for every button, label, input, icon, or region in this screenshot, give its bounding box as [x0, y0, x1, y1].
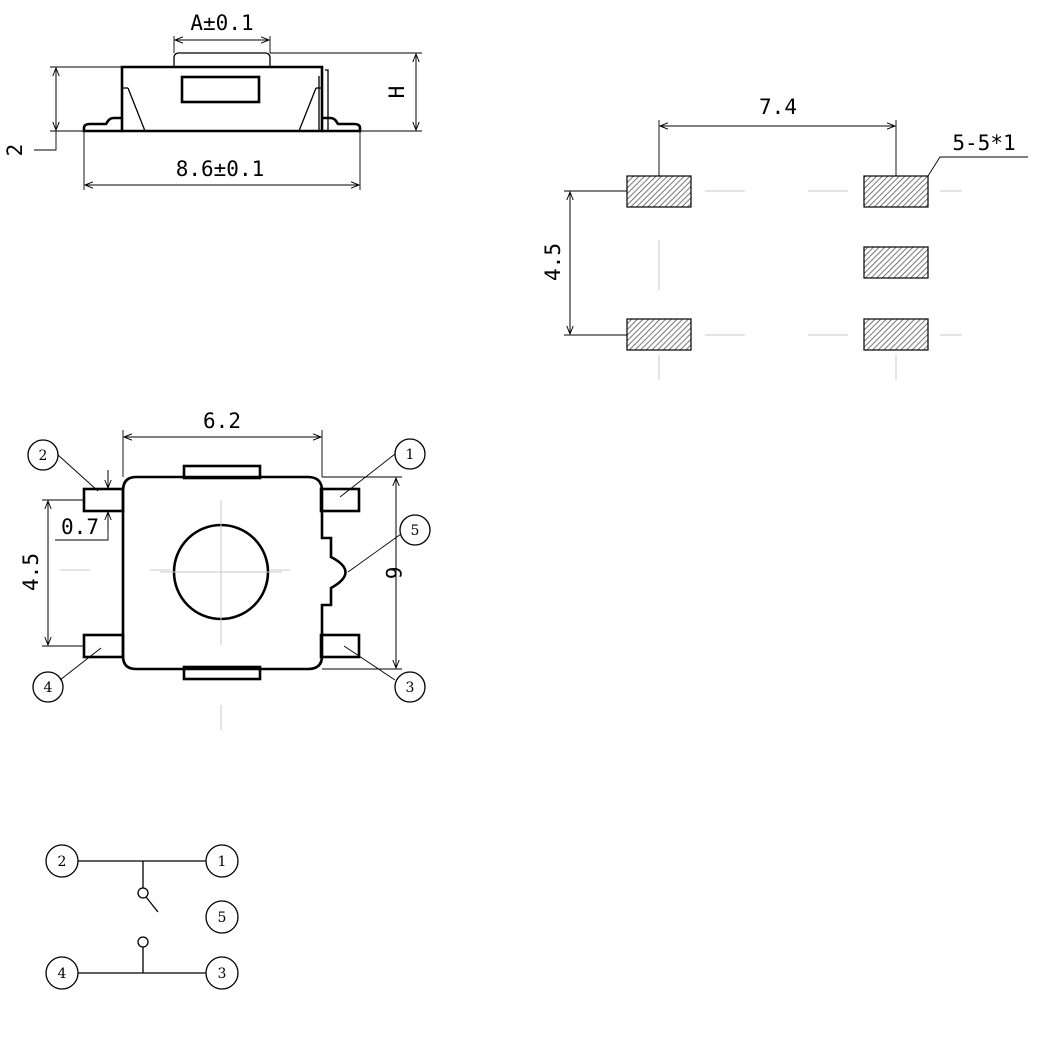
pad-top-right — [863, 175, 929, 208]
left-lead — [82, 116, 122, 133]
plunger — [173, 52, 271, 67]
callout-pin-5 — [399, 514, 431, 546]
pad-bottom-right — [863, 318, 929, 351]
dim-6-2-label: 6.2 — [203, 409, 241, 433]
schematic-pin-5 — [205, 900, 239, 934]
pad-middle-right — [863, 246, 929, 279]
schematic-pin-3 — [205, 956, 239, 990]
callout-pin-1 — [394, 438, 426, 470]
schematic-pin-5-label: 5 — [218, 910, 227, 926]
callout-pin-1-label: 1 — [406, 447, 415, 463]
callout-pin-4 — [32, 671, 64, 703]
dim-0-7-label: 0.7 — [61, 515, 99, 539]
switch-contact-bottom — [137, 936, 149, 948]
pin-4-lead — [82, 633, 125, 659]
top-view-body — [121, 475, 347, 671]
bottom-tab — [182, 665, 262, 681]
switch-lever — [145, 896, 159, 913]
dim-4-5-label: 4.5 — [541, 243, 565, 281]
pin-3-lead — [319, 633, 361, 659]
dim-4-5-top-label: 4.5 — [19, 553, 43, 591]
pad-size-note: 5-5*1 — [952, 131, 1015, 155]
dim-8-6-label: 8.6±0.1 — [176, 157, 265, 181]
schematic-pin-2-label: 2 — [58, 854, 67, 870]
dim-a-label: A±0.1 — [190, 11, 253, 35]
pad-top-left — [626, 175, 692, 208]
pad-bottom-left — [626, 318, 692, 351]
pin-2-lead — [82, 487, 125, 513]
callout-pin-4-label: 4 — [44, 680, 53, 696]
schematic-pin-1 — [205, 844, 239, 878]
schematic-pin-3-label: 3 — [218, 966, 227, 982]
dim-7-4-label: 7.4 — [759, 95, 797, 119]
schematic-pin-4 — [45, 956, 79, 990]
schematic-pin-2 — [45, 844, 79, 878]
dim-2-label: 2 — [3, 144, 27, 157]
dim-6-label: 6 — [381, 567, 405, 580]
pin-1-lead — [319, 487, 361, 513]
schematic-pin-1-label: 1 — [218, 854, 227, 870]
callout-pin-2-label: 2 — [39, 448, 48, 464]
dim-h-label: H — [385, 86, 409, 99]
right-lead — [322, 116, 362, 133]
callout-pin-3-label: 3 — [406, 680, 415, 696]
callout-pin-5-label: 5 — [411, 523, 420, 539]
switch-contact-top — [137, 887, 149, 899]
callout-pin-2 — [27, 439, 59, 471]
callout-pin-3 — [394, 671, 426, 703]
top-view: 6.2 0.7 4.5 6 2 1 5 4 3 — [19, 409, 431, 730]
plunger-window — [180, 75, 261, 104]
side-view: A±0.1 H 2 8.6±0.1 — [3, 11, 422, 190]
schematic: 2 1 5 4 3 — [45, 844, 239, 990]
pcb-footprint: 7.4 4.5 5-5*1 — [541, 95, 1028, 380]
schematic-pin-4-label: 4 — [58, 966, 67, 982]
